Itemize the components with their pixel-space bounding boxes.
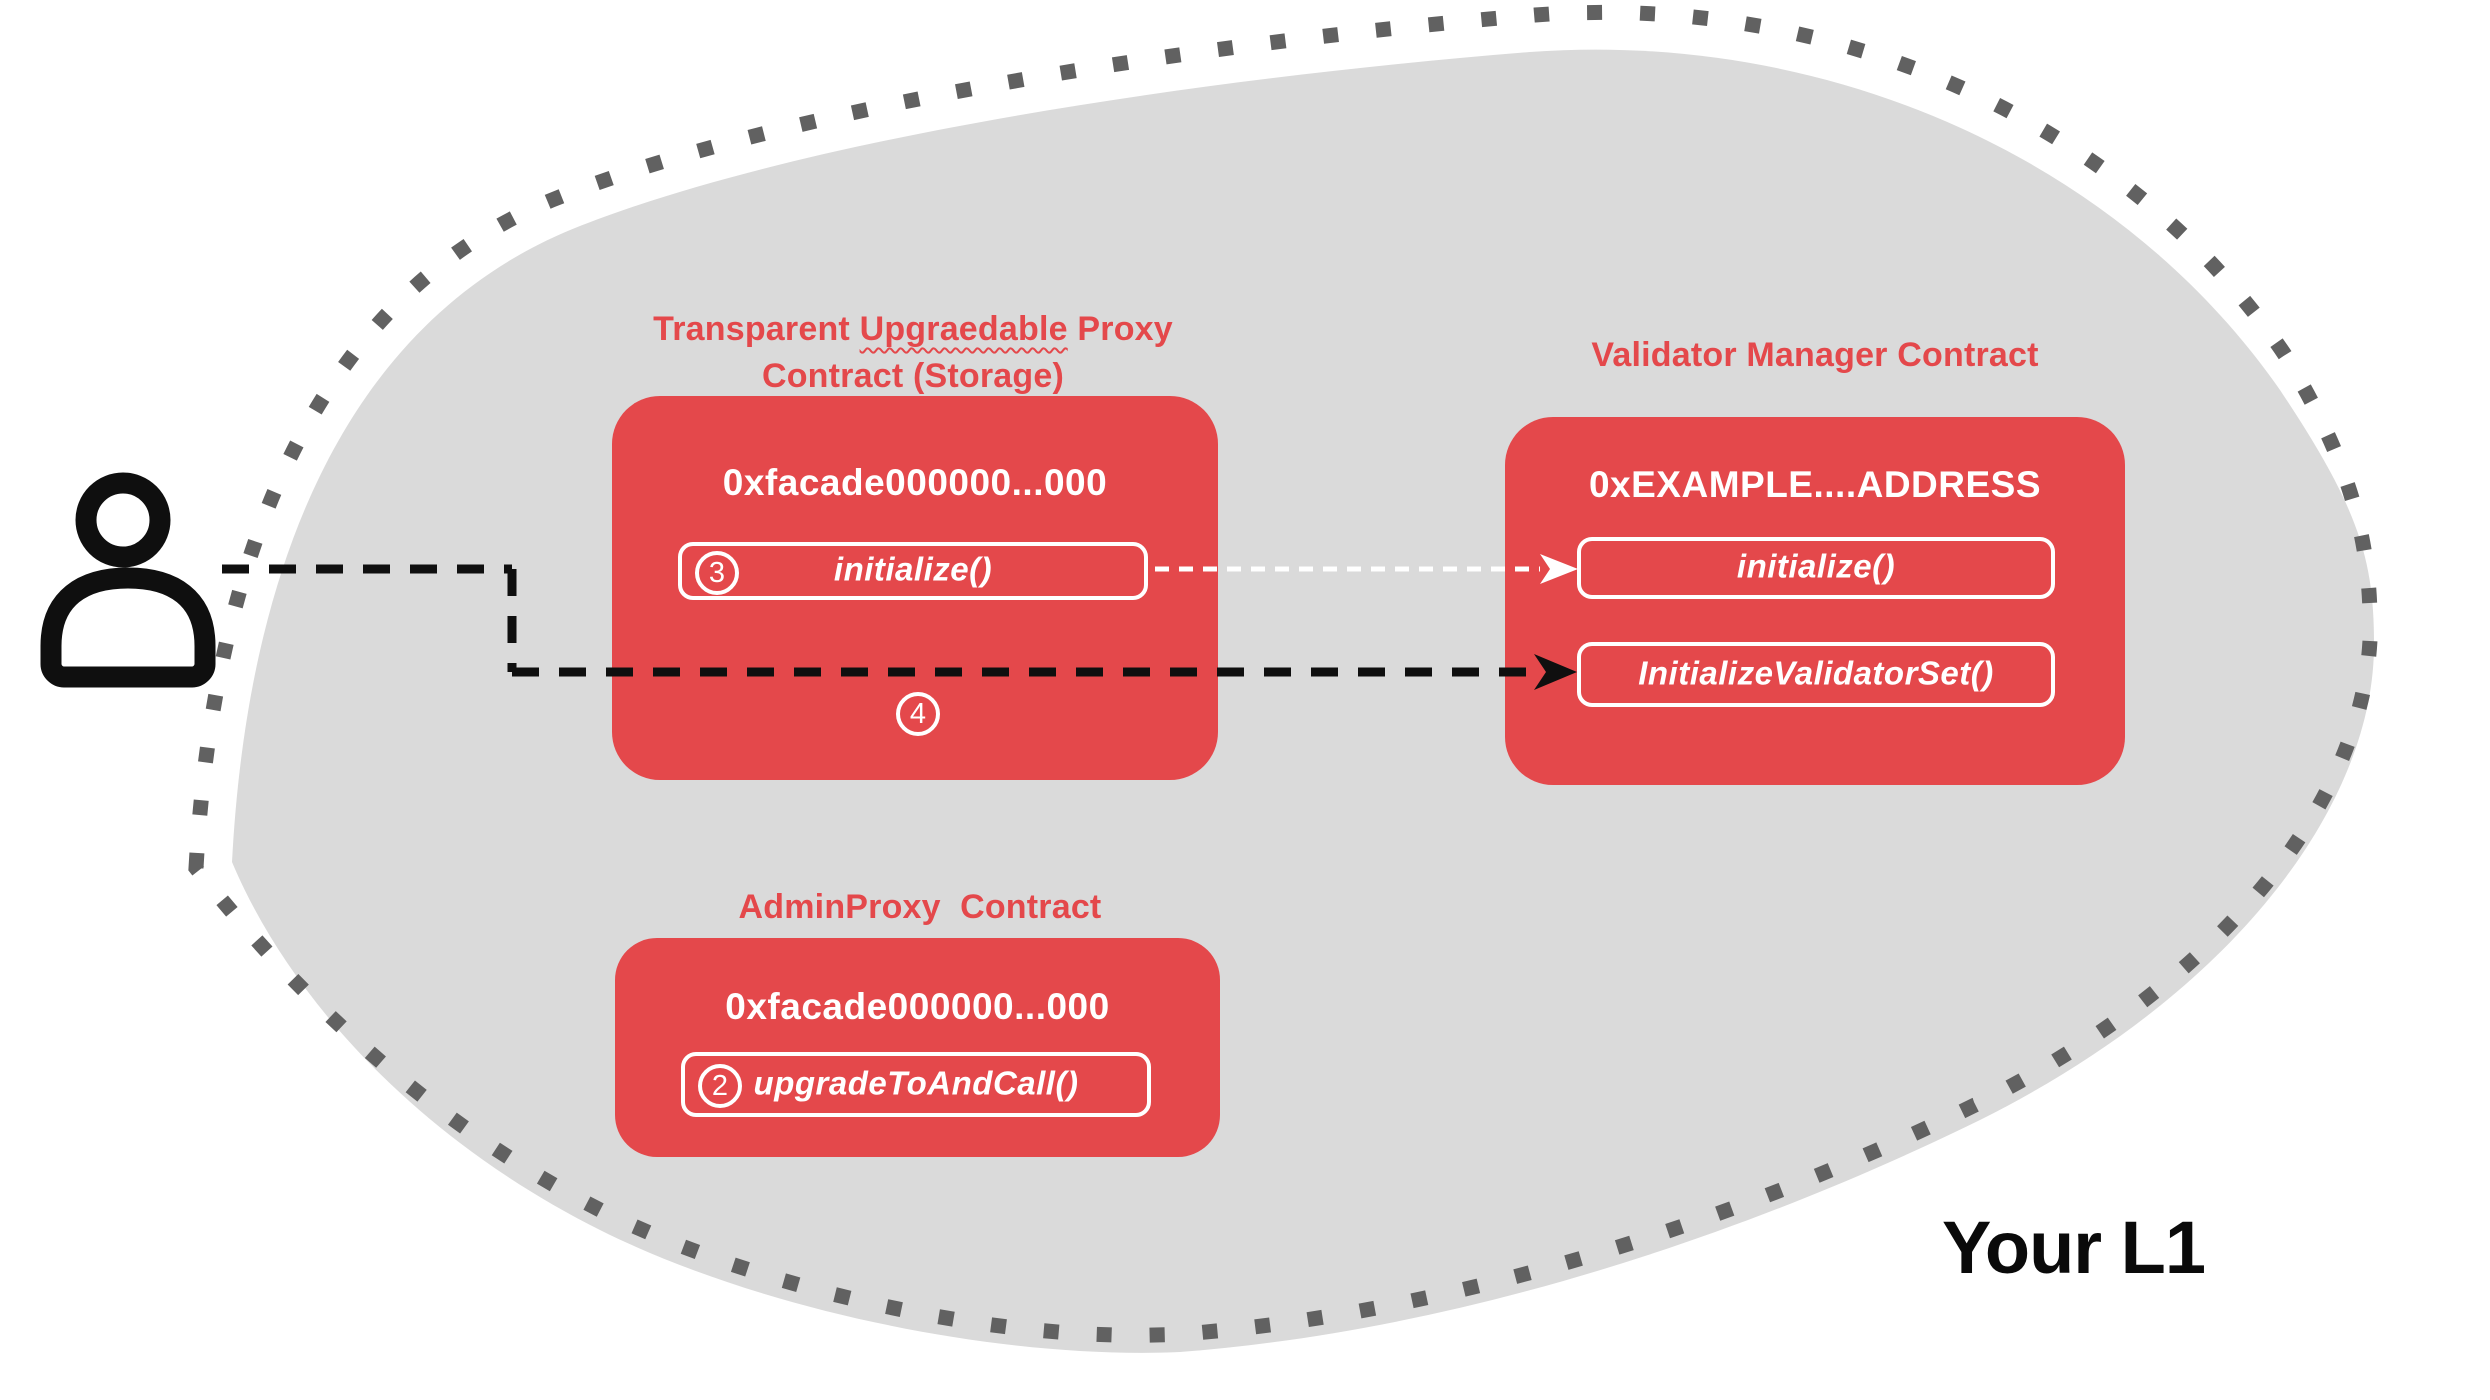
admin-upgradetoandcall-method: 2 upgradeToAndCall(): [681, 1052, 1151, 1117]
admin-contract-title: AdminProxy Contract: [738, 888, 1102, 926]
l1-dotted-border: [188, 4, 2378, 1343]
proxy-title-part2: Proxy: [1067, 310, 1173, 348]
admin-contract-address: 0xfacade000000...000: [725, 986, 1110, 1027]
validator-initialize-label: initialize(): [1736, 547, 1896, 585]
step-3-badge: 3: [695, 551, 739, 595]
admin-contract-box: 0xfacade000000...000 2 upgradeToAndCall(…: [615, 938, 1220, 1157]
proxy-contract-title: Transparent Upgraedable Proxy Contract (…: [463, 306, 1363, 400]
proxy-contract-box: 0xfacade000000...000 3 initialize() 4: [612, 396, 1218, 780]
validator-initializevalidatorset-label: InitializeValidatorSet(): [1638, 653, 1994, 691]
validator-contract-title: Validator Manager Contract: [1591, 336, 2039, 374]
l1-name-label: Your L1: [1942, 1206, 2206, 1289]
proxy-title-misspelled-word: Upgraedable: [859, 310, 1068, 348]
validator-contract-box: 0xEXAMPLE....ADDRESS initialize() Initia…: [1505, 417, 2125, 785]
proxy-contract-address: 0xfacade000000...000: [722, 462, 1108, 503]
validator-initialize-method: initialize(): [1577, 537, 2055, 599]
validator-contract-address: 0xEXAMPLE....ADDRESS: [1588, 464, 2042, 505]
proxy-initialize-label: initialize(): [833, 550, 993, 588]
admin-upgradetoandcall-label: upgradeToAndCall(): [753, 1063, 1079, 1101]
validator-initializevalidatorset-method: InitializeValidatorSet(): [1577, 642, 2055, 707]
step-4-badge: 4: [896, 692, 940, 736]
proxy-title-part1: Transparent: [653, 310, 860, 348]
step-2-badge: 2: [698, 1064, 742, 1108]
proxy-title-line2: Contract (Storage): [761, 357, 1065, 395]
proxy-initialize-method: 3 initialize(): [678, 542, 1148, 600]
